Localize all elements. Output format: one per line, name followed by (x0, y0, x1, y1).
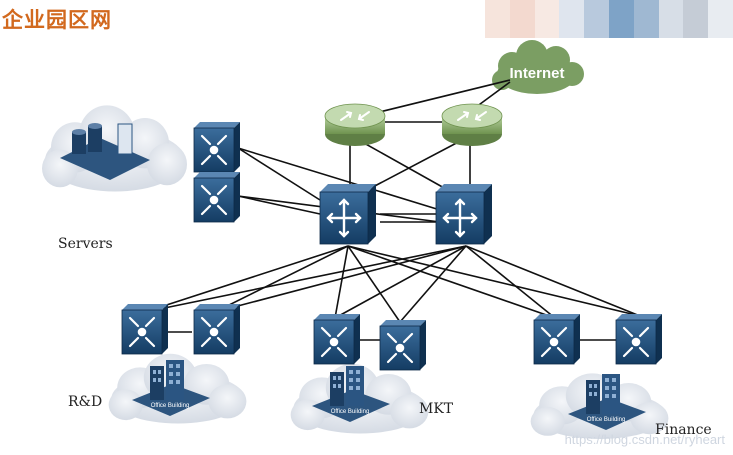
watermark-text: https://blog.csdn.net/ryheart (564, 432, 725, 447)
router-right-icon (441, 103, 503, 147)
rd-building-label: Office Building (151, 403, 190, 409)
finance-switch-left-icon (532, 312, 582, 366)
server-rack-icon (60, 123, 150, 180)
internet-cloud-icon (492, 40, 584, 94)
finance-label: Finance (655, 422, 712, 438)
rd-label: R&D (68, 394, 103, 410)
core-switch-right-icon (434, 182, 494, 246)
rd-switch-right-icon (192, 302, 242, 356)
page-title: 企业园区网 (2, 8, 112, 32)
server-switch-top-icon (192, 120, 242, 174)
finance-switch-right-icon (614, 312, 664, 366)
mkt-switch-right-icon (378, 318, 428, 372)
server-switch-bottom-icon (192, 170, 242, 224)
mkt-label: MKT (419, 401, 454, 417)
internet-label: Internet (509, 65, 564, 82)
mkt-switch-left-icon (312, 312, 362, 366)
servers-label: Servers (58, 236, 113, 252)
finance-building-label: Office Building (587, 417, 626, 423)
rd-switch-left-icon (120, 302, 170, 356)
router-left-icon (324, 103, 386, 147)
core-switch-left-icon (318, 182, 378, 246)
mkt-building-label: Office Building (331, 409, 370, 415)
blurred-header-strip (485, 0, 733, 38)
